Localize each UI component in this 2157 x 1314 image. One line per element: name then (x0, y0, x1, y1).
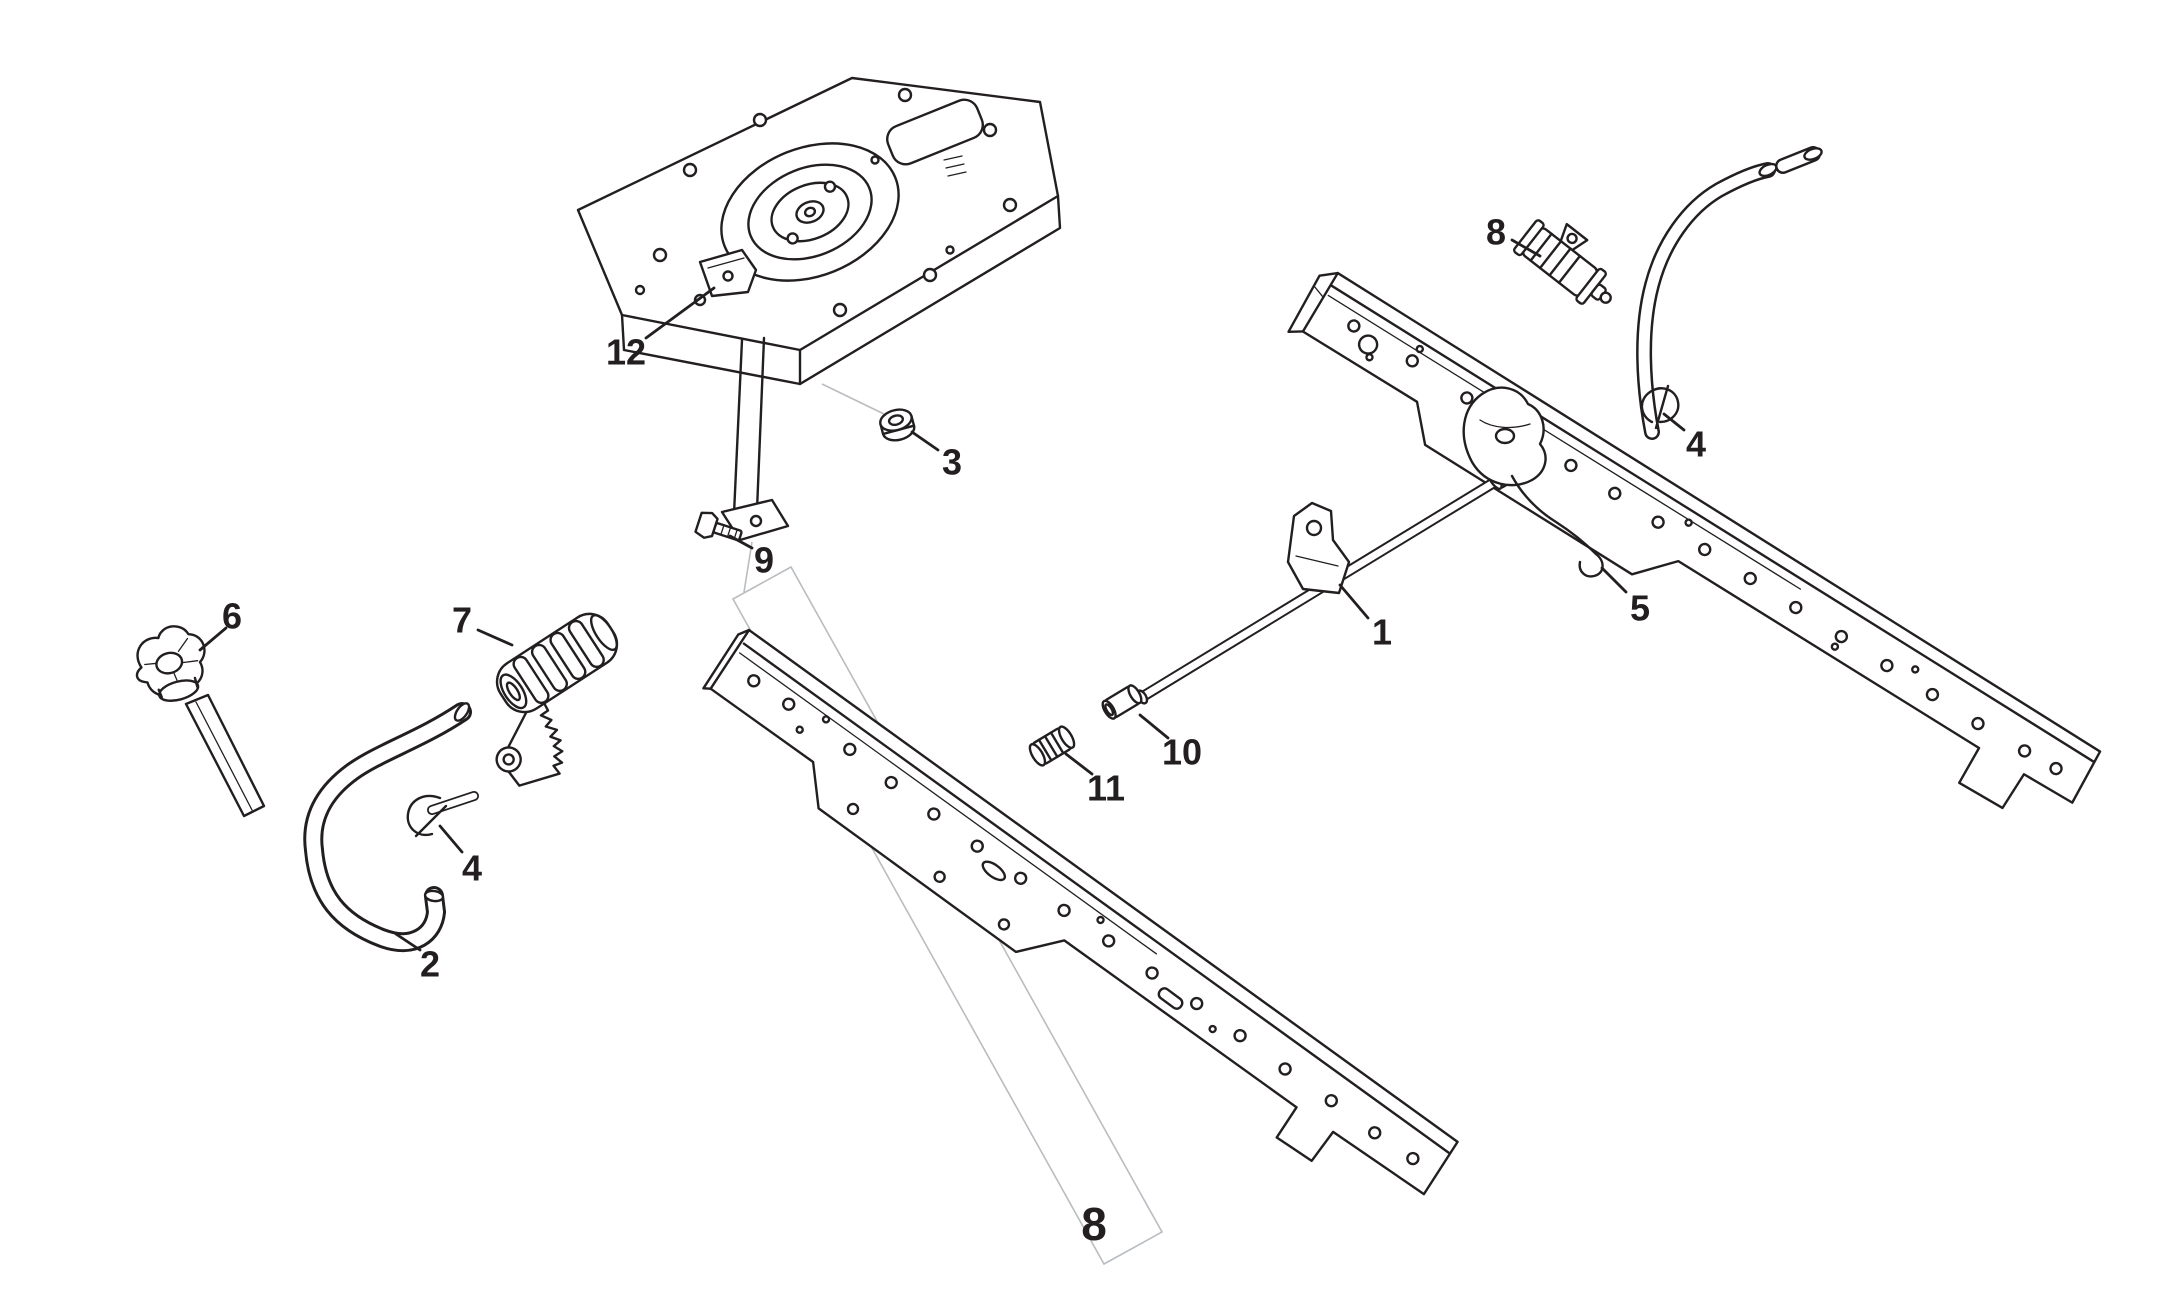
knob (135, 625, 206, 702)
callout-label-7: 7 (452, 600, 472, 641)
knob-lever-strap (184, 693, 266, 818)
spring-rod (1510, 474, 1604, 578)
seat-support-bracket (720, 336, 790, 542)
callout-label-1: 1 (1372, 612, 1392, 653)
callout-label-8: 8 (1486, 212, 1506, 253)
right-frame-rail (1287, 271, 2102, 810)
callout-label-10: 10 (1162, 732, 1202, 773)
sector-gear (495, 698, 564, 787)
callout-label-3: 3 (942, 442, 962, 483)
callout-labels: 12 3 9 6 7 4 2 1 5 10 11 8 4 (222, 212, 1706, 985)
callout-label-11: 11 (1087, 768, 1125, 809)
retainer-clip-right (1640, 384, 1680, 430)
grip (495, 612, 619, 714)
ghost-panel (731, 383, 1164, 1266)
pedal-tube (303, 702, 472, 953)
callout-leaders (198, 238, 1686, 952)
sleeve-spacer (1101, 684, 1143, 720)
pedal-pivot-shaft (427, 791, 479, 815)
pivot-bracket (1462, 386, 1547, 487)
callout-label-5: 5 (1630, 588, 1650, 629)
seat-plate (576, 76, 1062, 542)
seat-plate-slot (886, 98, 984, 166)
callout-label-4-left: 4 (462, 848, 482, 889)
retainer-clip-left (406, 794, 448, 838)
callout-label-12: 12 (606, 332, 646, 373)
hex-bolt (694, 511, 743, 542)
damper-assembly (1513, 219, 1612, 305)
rod-flag-bracket (1286, 501, 1351, 595)
left-frame-rail (702, 628, 1459, 1196)
callout-label-9: 9 (754, 540, 774, 581)
callout-label-6: 6 (222, 596, 242, 637)
bushing-ribbed (1028, 725, 1076, 767)
vent-marks (943, 155, 967, 177)
seat-latch-bracket (698, 248, 758, 298)
flange-nut (879, 408, 916, 442)
left-rail-holes (747, 674, 1420, 1166)
handle-tube (1636, 146, 1823, 440)
page-number: 8 (1081, 1198, 1107, 1250)
seat-plate-pulley (720, 142, 900, 282)
callout-label-4-right: 4 (1686, 424, 1706, 465)
callout-label-2: 2 (420, 944, 440, 985)
